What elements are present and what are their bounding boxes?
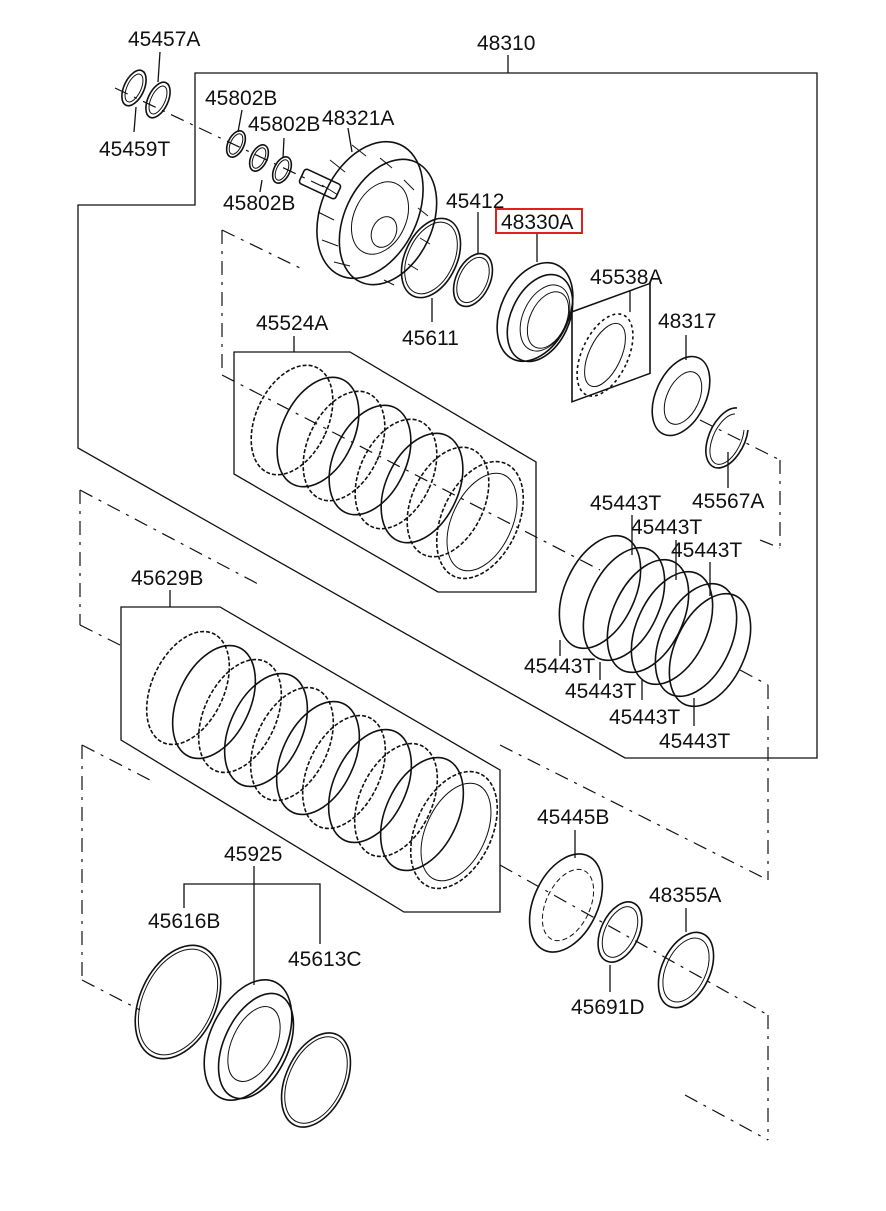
label-45925: 45925 [224, 843, 282, 866]
retainer-48317 [651, 355, 711, 437]
clutch-pack-45629B [120, 606, 501, 913]
label-45629B: 45629B [131, 567, 203, 590]
label-45538A: 45538A [590, 266, 662, 289]
label-45616B: 45616B [148, 910, 220, 933]
label-45443T-6: 45443T [609, 706, 680, 729]
bracket-45925 [183, 866, 321, 985]
label-48317: 48317 [658, 310, 716, 333]
label-45802B-bottom: 45802B [223, 192, 295, 215]
label-45611: 45611 [402, 327, 459, 350]
ring-45802B-c [271, 156, 293, 184]
ring-45802B-a [225, 130, 247, 158]
seal-ring-45616B [134, 944, 222, 1060]
snap-ring-leader-lines [559, 515, 711, 726]
o-ring-45412 [452, 252, 494, 308]
label-45524A: 45524A [256, 312, 328, 335]
ring-48355A [657, 931, 715, 1009]
center-lines [79, 87, 781, 1141]
label-45802B-top: 45802B [205, 87, 277, 110]
ring-45691D [597, 901, 643, 963]
label-45443T-3: 45443T [671, 539, 742, 562]
label-48330A: 48330A [501, 211, 573, 234]
label-48355A: 48355A [649, 884, 721, 907]
ring-45802B-b [248, 144, 270, 172]
highlight-box-48330A [495, 208, 583, 234]
ring-45459T [121, 69, 147, 107]
ring-45457A [145, 81, 171, 119]
clutch-pack-45524A [233, 351, 537, 593]
o-ring-45611 [400, 217, 462, 299]
part-labels: 45457A 45459T 48310 45802B 45802B 45802B… [99, 28, 764, 1019]
snap-ring-45567A [705, 407, 749, 469]
label-45443T-1: 45443T [590, 492, 661, 515]
snap-rings-45443T [558, 534, 752, 708]
label-45445B: 45445B [537, 806, 609, 829]
piston-48330A [496, 261, 574, 363]
label-48310: 48310 [477, 32, 535, 55]
label-45412: 45412 [446, 190, 504, 213]
label-45802B-mid: 45802B [248, 113, 320, 136]
label-48321A: 48321A [322, 107, 394, 130]
label-45443T-7: 45443T [659, 730, 730, 753]
label-45443T-5: 45443T [565, 680, 636, 703]
label-45443T-4: 45443T [524, 655, 595, 678]
seal-ring-45613C [280, 1032, 352, 1128]
label-45691D: 45691D [571, 996, 645, 1019]
label-45459T: 45459T [99, 138, 170, 161]
label-45457A: 45457A [128, 28, 200, 51]
piston-45925 [203, 979, 295, 1101]
label-45613C: 45613C [288, 948, 362, 971]
return-spring-45538A [571, 282, 651, 403]
plate-45445B [528, 853, 604, 953]
clutch-hub-48321A [298, 140, 438, 286]
label-45443T-2: 45443T [631, 516, 702, 539]
label-45567A: 45567A [692, 490, 764, 513]
assembly-bracket-48310 [77, 55, 818, 759]
